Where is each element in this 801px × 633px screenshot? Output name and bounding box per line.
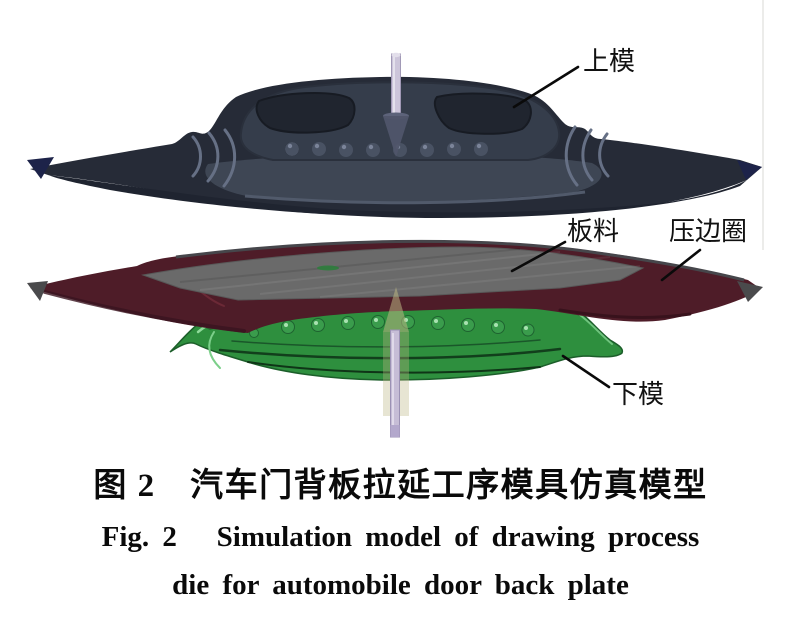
lower-die-dimples <box>249 315 535 338</box>
leader-blank-holder <box>660 248 702 282</box>
upper-die-dimples <box>285 142 488 157</box>
sheet-texture <box>179 248 641 298</box>
upper-die-front-face <box>205 153 602 203</box>
caption-english-line1: Fig. 2 Simulation model of drawing proce… <box>101 521 700 553</box>
dome-recess-left <box>255 92 356 134</box>
leader-upper-die <box>512 65 580 109</box>
dome-recess-right <box>433 92 532 135</box>
leader-sheet <box>510 240 567 273</box>
sheet-surface <box>141 246 645 301</box>
sheet-blank <box>141 246 645 301</box>
upper-die-underside-shade <box>48 175 747 218</box>
down-arrow <box>383 116 409 157</box>
up-arrow <box>383 287 409 332</box>
upper-die-right-tip <box>737 160 762 180</box>
callouts: 上模 板料 压边圈 下模 <box>510 47 747 409</box>
label-sheet: 板料 <box>567 217 619 246</box>
top-punch-pin <box>383 52 409 157</box>
upper-die-left-tip <box>27 157 54 179</box>
model-canvas: 上模 板料 压边圈 下模 <box>27 0 764 438</box>
blank-holder-left-tip <box>27 281 48 301</box>
label-upper-die: 上模 <box>583 47 635 76</box>
blank-holder-right-tip <box>737 281 763 302</box>
label-blank-holder: 压边圈 <box>669 217 747 246</box>
caption-chinese: 图 2 汽车门背板拉延工序模具仿真模型 <box>93 468 708 504</box>
upper-die-wing-ribs <box>191 125 610 188</box>
upper-die-lip-highlight <box>244 190 586 205</box>
sheet-green-fleck <box>317 265 339 271</box>
blank-holder-back-edge <box>175 239 745 282</box>
bottom-pin <box>383 287 409 438</box>
caption-english-line2: die for automobile door back plate <box>172 569 629 601</box>
leader-lower-die <box>561 354 611 389</box>
label-lower-die: 下模 <box>612 380 664 409</box>
